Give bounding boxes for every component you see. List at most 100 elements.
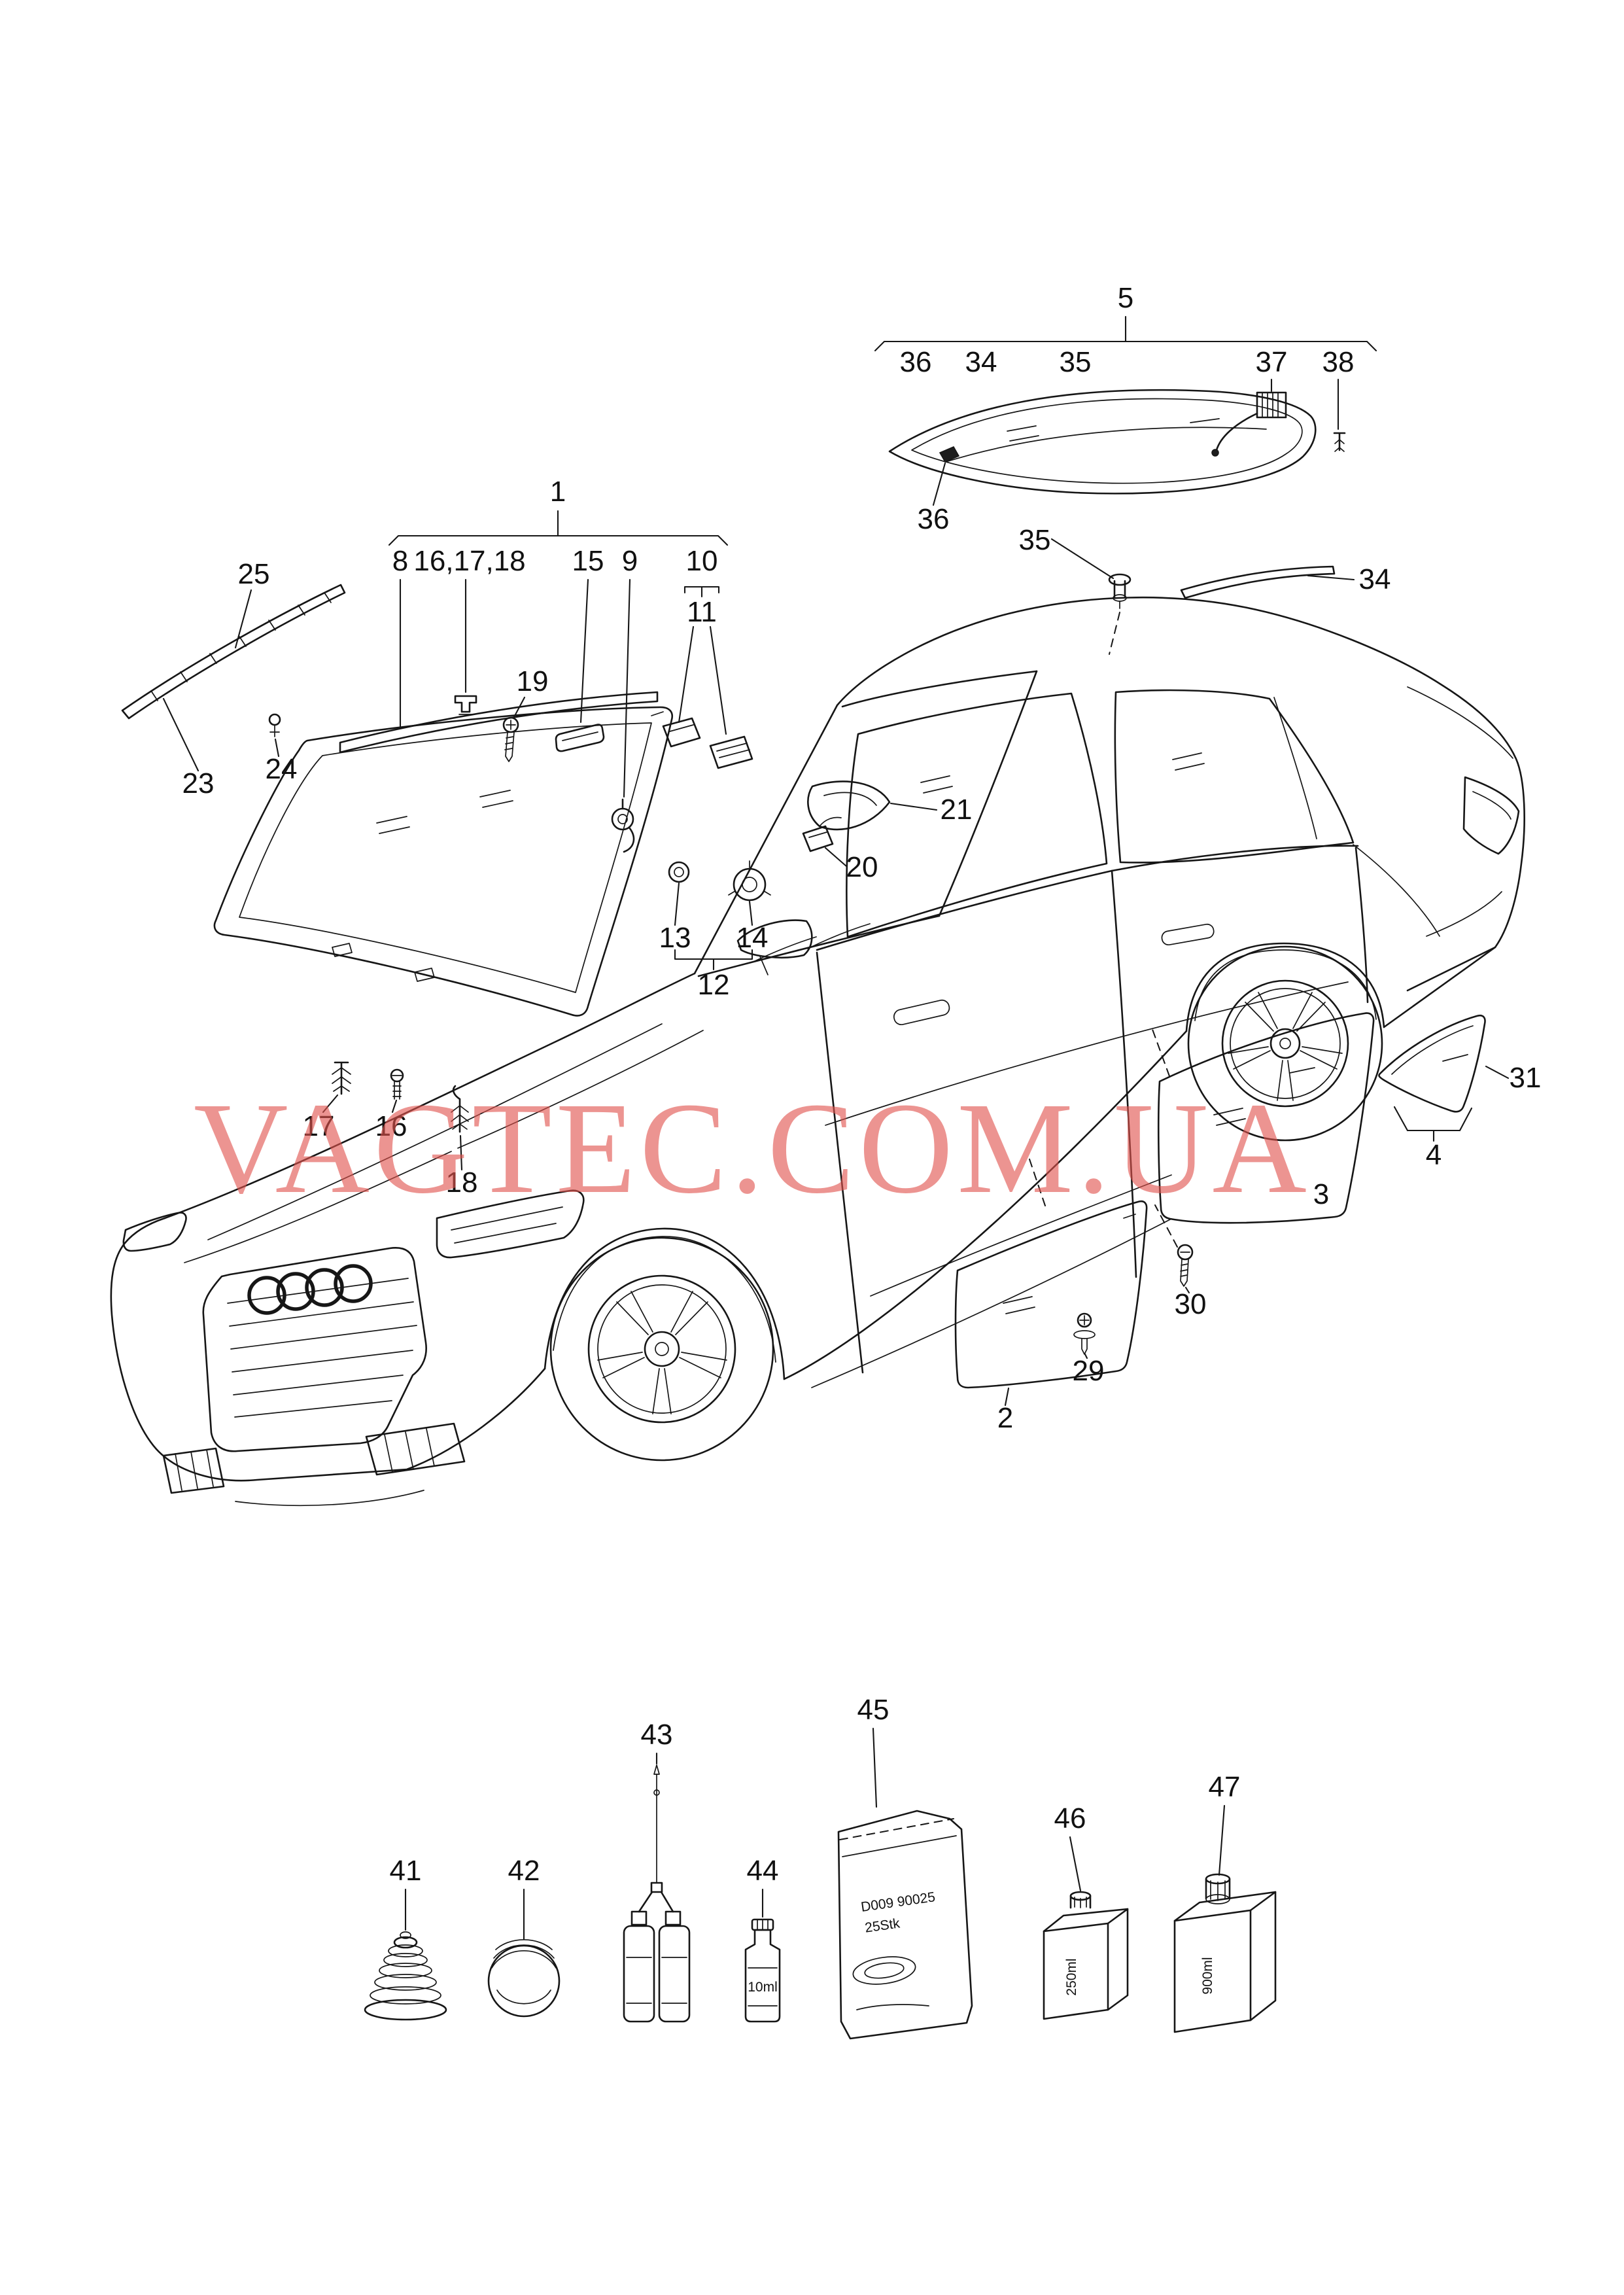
rear-wheel <box>1187 945 1383 1142</box>
glass-screw-29 <box>1073 1312 1096 1355</box>
callout-36-part: 36 <box>918 503 950 535</box>
door-glass-group: 2 29 30 3 31 4 <box>954 1012 1542 1434</box>
windshield-glass <box>213 706 674 1017</box>
callout-47: 47 <box>1209 1771 1241 1803</box>
clip-bag-45: 45 D009 90025 25Stk <box>837 1694 973 2040</box>
callout-25: 25 <box>238 558 270 590</box>
windshield-assembly: 1 8 16,17,18 15 9 10 11 19 <box>213 476 973 1017</box>
rear-window-glass <box>888 389 1317 495</box>
bolt-16 <box>390 1068 404 1100</box>
retainer-hook-9 <box>611 798 635 853</box>
callout-11: 11 <box>687 596 717 628</box>
callout-37: 37 <box>1256 346 1288 378</box>
callout-46: 46 <box>1054 1802 1086 1834</box>
front-door-handle <box>893 999 950 1026</box>
fir-tree-clip-17 <box>332 1061 351 1095</box>
callout-42: 42 <box>508 1855 540 1887</box>
group1-bracket <box>388 534 729 546</box>
glass-screw-30 <box>1177 1244 1194 1287</box>
heated-window-connector <box>1211 391 1287 457</box>
windshield-clip <box>454 695 477 715</box>
front-door-glass <box>954 1200 1148 1389</box>
cover-wedge-b <box>709 735 753 769</box>
callout-21: 21 <box>941 794 973 826</box>
consumables-row: 41 42 43 <box>364 1694 1277 2040</box>
windshield-top-moulding <box>339 691 659 754</box>
rear-glass-grommet <box>1108 573 1132 655</box>
callout-4: 4 <box>1426 1139 1442 1171</box>
bottle-44-volume: 10ml <box>748 1980 778 1995</box>
callout-23: 23 <box>182 767 215 799</box>
taillight <box>1462 776 1520 855</box>
wiring-clip <box>1333 432 1346 452</box>
rear-glass-strip <box>1180 565 1336 599</box>
quarter-glass <box>1378 1014 1486 1113</box>
fir-tree-clip-18 <box>451 1085 469 1133</box>
callout-29: 29 <box>1073 1355 1105 1387</box>
callout-35-part: 35 <box>1019 524 1051 556</box>
roof-trim-strip: 25 23 24 <box>121 558 346 799</box>
callout-35-group: 35 <box>1060 346 1092 378</box>
rear-door-glass <box>1157 1012 1375 1224</box>
callout-16: 16 <box>375 1110 407 1142</box>
callout-16-17-18: 16,17,18 <box>413 545 525 577</box>
callout-43: 43 <box>641 1719 673 1751</box>
front-wheel <box>549 1236 774 1462</box>
callout-20: 20 <box>846 851 878 883</box>
callout-34-part: 34 <box>1359 563 1391 595</box>
callout-19: 19 <box>517 665 549 697</box>
windshield-tabs <box>332 943 435 982</box>
callout-15: 15 <box>572 545 604 577</box>
rear-glass-clip <box>939 446 960 463</box>
can-47-volume: 900ml <box>1200 1957 1215 1994</box>
mirror-base-cover-21 <box>807 780 891 831</box>
headlight-far <box>122 1212 187 1252</box>
callout-14: 14 <box>736 922 769 954</box>
trim-pin-24 <box>268 713 281 737</box>
adhesive-kit-43: 43 <box>623 1719 691 2023</box>
glass-cleaner-can-47: 47 900ml <box>1173 1771 1277 2033</box>
side-mirror <box>736 919 813 975</box>
callout-12: 12 <box>698 969 730 1001</box>
callout-34-group: 34 <box>965 346 997 378</box>
screw-19 <box>502 716 519 762</box>
rear-door-handle <box>1161 923 1215 946</box>
cover-wedge-20 <box>802 825 834 852</box>
callout-1: 1 <box>550 476 566 508</box>
grommet-13 <box>668 861 690 883</box>
front-grille <box>202 1247 427 1452</box>
callout-24: 24 <box>266 753 298 785</box>
bag-part-number: D009 90025 <box>860 1889 937 1915</box>
callout-44: 44 <box>747 1855 779 1887</box>
cover-wedge-a <box>662 717 701 748</box>
activator-can-46: 46 250ml <box>1043 1802 1129 2020</box>
callout-8: 8 <box>392 545 408 577</box>
callout-3: 3 <box>1313 1178 1329 1210</box>
callout-38: 38 <box>1322 346 1355 378</box>
callout-31: 31 <box>1510 1062 1542 1094</box>
primer-bottle-44: 44 10ml <box>744 1855 781 2023</box>
callout-10: 10 <box>686 545 718 577</box>
bumper-intakes <box>162 1422 466 1507</box>
audi-rings <box>247 1264 373 1315</box>
cowl-clips: 17 16 18 <box>303 1061 478 1199</box>
callout-5: 5 <box>1118 282 1133 314</box>
callout-36-group: 36 <box>900 346 932 378</box>
rear-glass-assembly: 5 36 34 35 37 38 36 35 34 <box>874 282 1391 655</box>
callout-41: 41 <box>390 1855 422 1887</box>
car-illustration <box>110 596 1525 1507</box>
sealing-coil-42: 42 <box>487 1855 561 2018</box>
group5-bracket <box>874 340 1377 352</box>
spacer-pad-15 <box>555 724 605 752</box>
sensor-mount-14 <box>728 860 771 902</box>
callout-2: 2 <box>997 1402 1013 1434</box>
callout-17: 17 <box>303 1110 335 1142</box>
headlight-near <box>436 1189 585 1259</box>
callout-13: 13 <box>659 922 691 954</box>
grommet-41: 41 <box>364 1855 447 2021</box>
callout-18: 18 <box>446 1166 478 1199</box>
watermark-text: VAGTEC.COM.UA <box>194 1076 1311 1221</box>
callout-45: 45 <box>857 1694 890 1726</box>
